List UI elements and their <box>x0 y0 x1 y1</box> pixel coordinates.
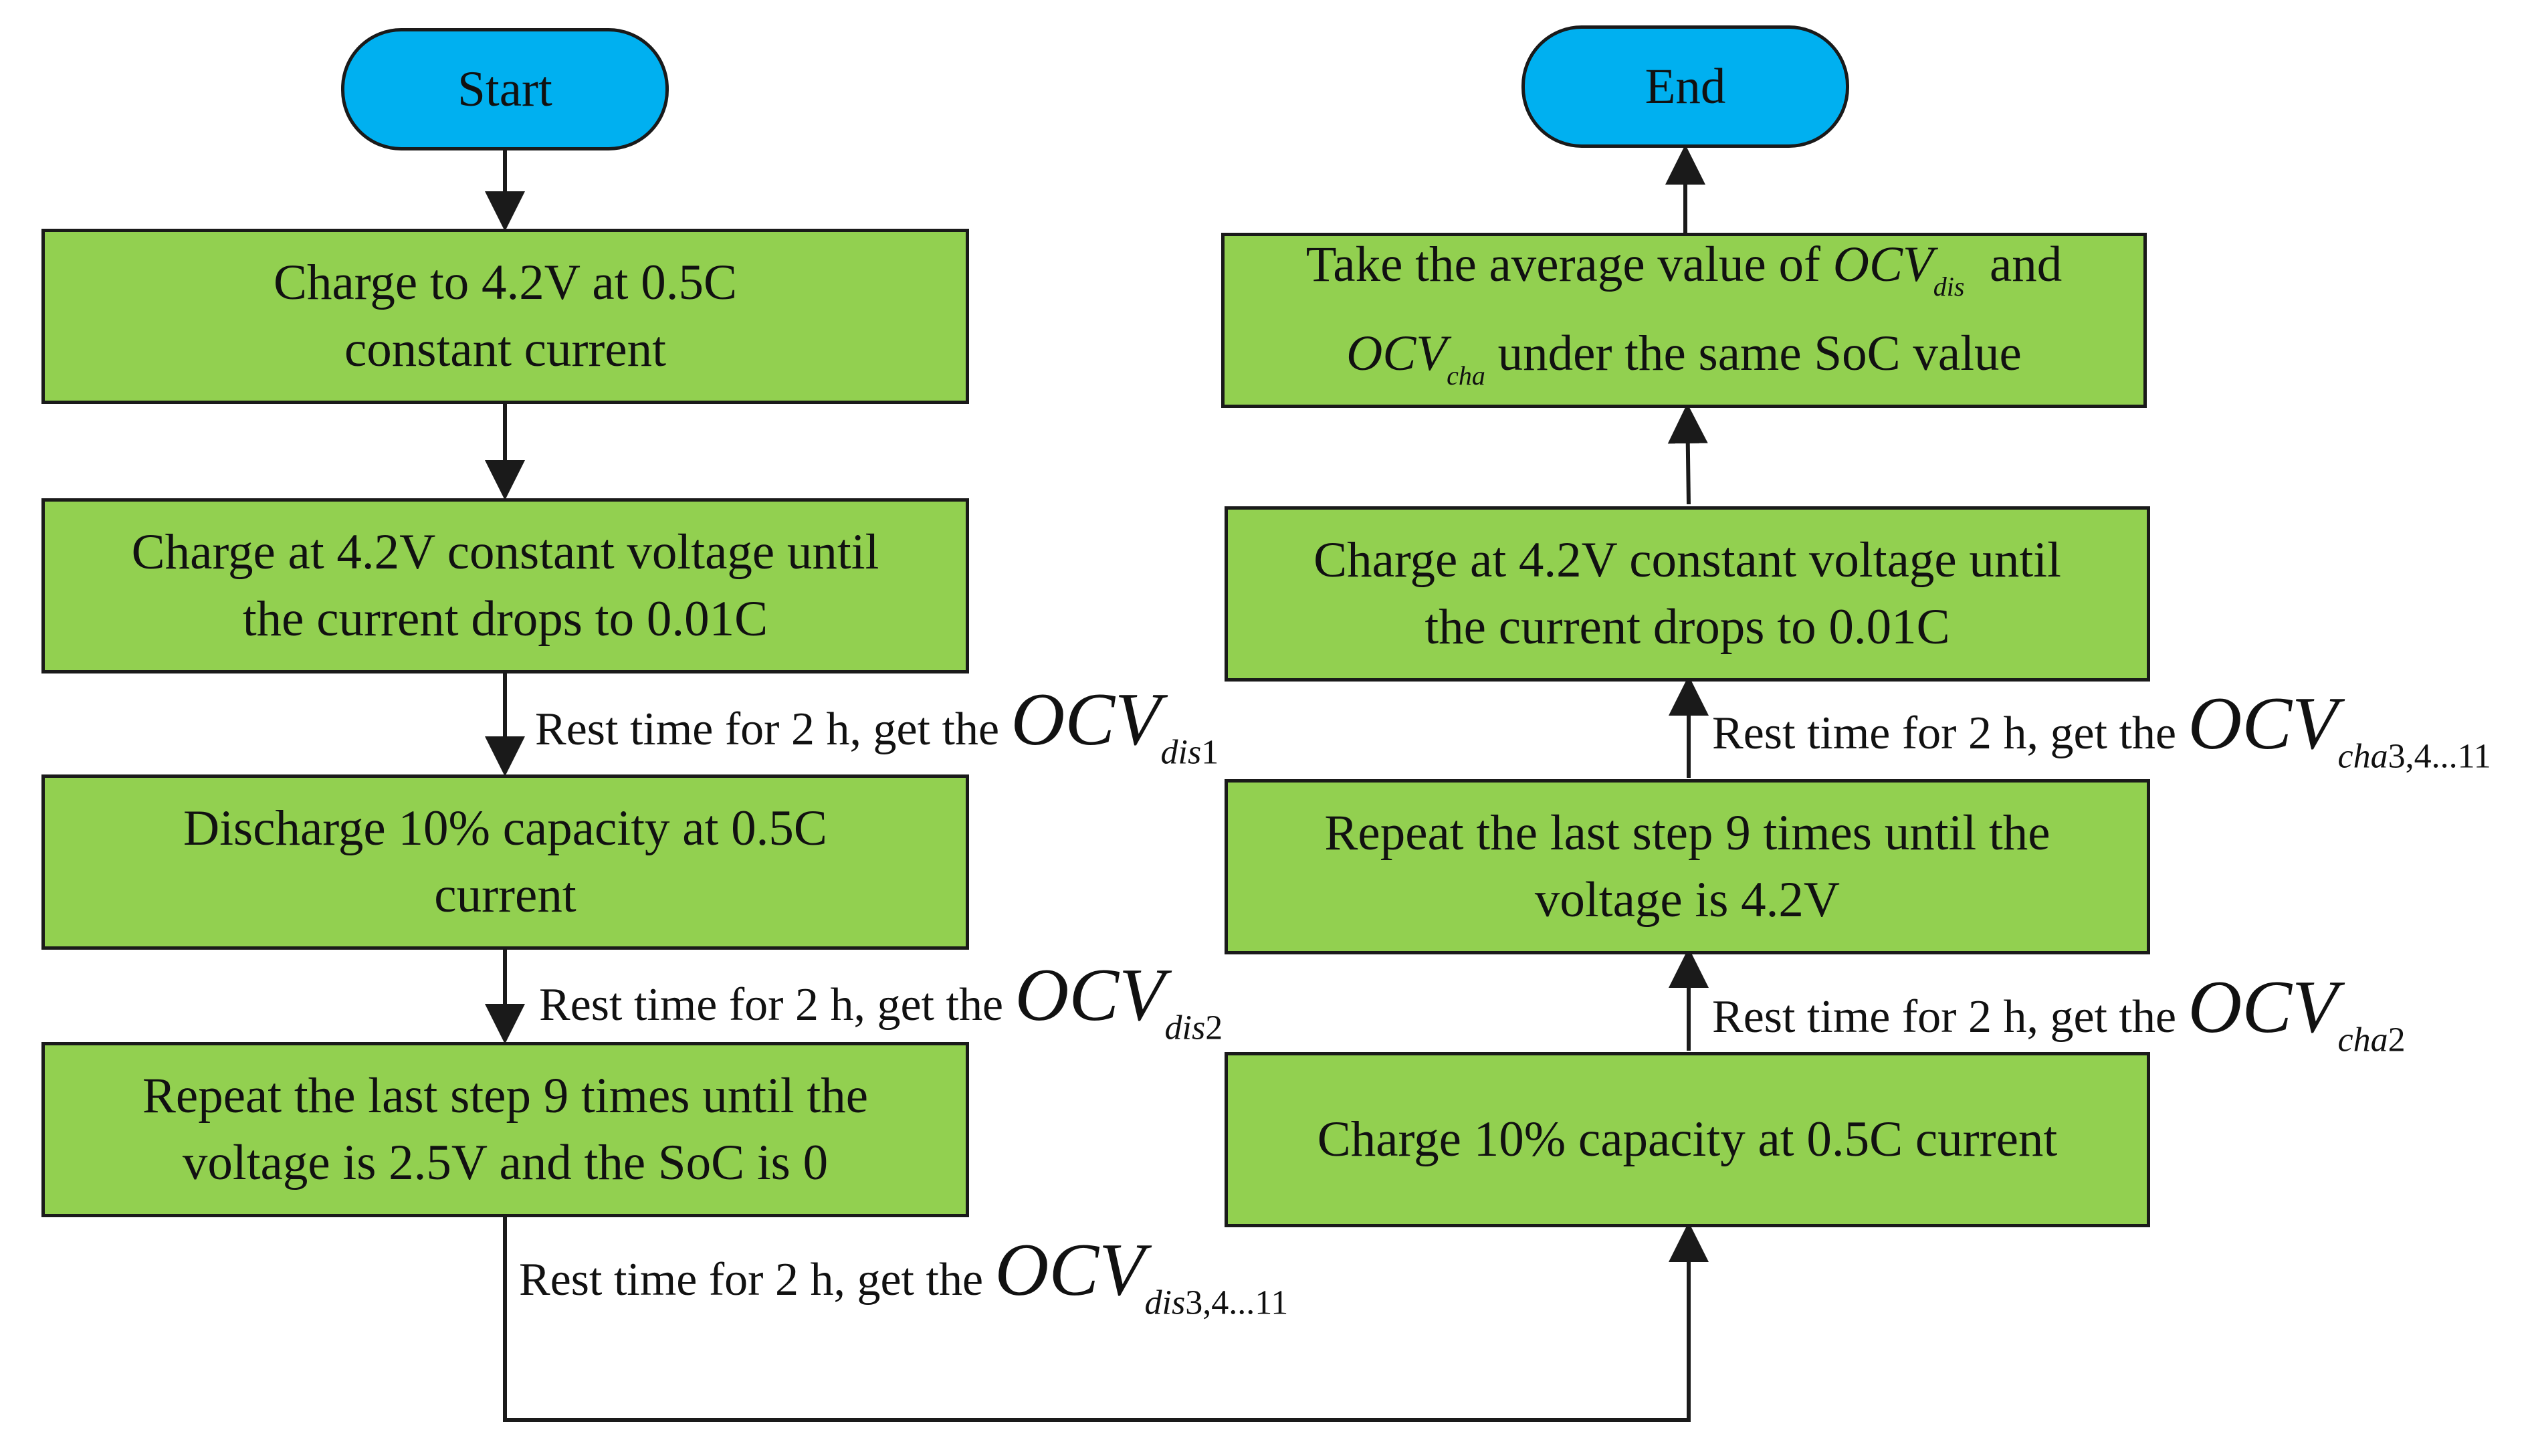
arrow-step4-to-charge10 <box>503 1215 1709 1422</box>
step-charge-cc: Charge to 4.2V at 0.5C constant current <box>41 229 969 404</box>
ocv-sub-italic: cha <box>2337 737 2388 776</box>
step-charge-cv: Charge at 4.2V constant voltage until th… <box>41 498 969 673</box>
ocv-sub-num: 2 <box>1205 1009 1223 1047</box>
step-text-line2: current <box>434 867 576 923</box>
rest-label-dis1: Rest time for 2 h, get the OCVdis1 <box>535 682 1219 770</box>
step-text-line1: Discharge 10% capacity at 0.5C <box>183 801 827 856</box>
step-repeat-discharge: Repeat the last step 9 times until the v… <box>41 1042 969 1217</box>
step-discharge-10: Discharge 10% capacity at 0.5C current <box>41 774 969 950</box>
step-text-line1: Charge at 4.2V constant voltage until <box>131 524 879 580</box>
step-text-line2: constant current <box>344 322 667 377</box>
ocv-dis-symbol: OCV <box>1832 237 1933 292</box>
ocv-symbol: OCV <box>994 1229 1145 1312</box>
ocv-symbol: OCV <box>1011 678 1161 761</box>
rest-label-dis2: Rest time for 2 h, get the OCVdis2 <box>539 958 1223 1046</box>
ocv-sub-num: 1 <box>1201 733 1219 772</box>
step-repeat-charge: Repeat the last step 9 times until the v… <box>1225 779 2150 954</box>
rest-text: Rest time for 2 h, get the <box>535 704 1000 755</box>
end-terminal: End <box>1521 25 1849 148</box>
ocv-sub-italic: dis <box>1160 733 1202 772</box>
ocv-cha-symbol: OCV <box>1346 326 1447 381</box>
step-average: Take the average value of OCVdis and OCV… <box>1221 233 2147 408</box>
step-charge-10: Charge 10% capacity at 0.5C current <box>1225 1052 2150 1227</box>
ocv-cha-subscript: cha <box>1447 360 1485 391</box>
step-text-line2: voltage is 4.2V <box>1534 872 1840 928</box>
average-post: under the same SoC value <box>1497 326 2022 381</box>
ocv-symbol: OCV <box>2188 966 2338 1049</box>
average-line2: OCVcha under the same SoC value <box>1306 320 2063 409</box>
ocv-sub-num: 3,4...11 <box>1185 1283 1289 1322</box>
start-label: Start <box>457 61 552 117</box>
end-label: End <box>1645 58 1726 114</box>
step-text-line1: Repeat the last step 9 times until the <box>1324 805 2050 861</box>
step-text-line2: the current drops to 0.01C <box>1425 599 1950 655</box>
average-pre: Take the average value of <box>1305 237 1821 292</box>
step-text-line1: Repeat the last step 9 times until the <box>142 1068 869 1124</box>
rest-text: Rest time for 2 h, get the <box>539 979 1004 1031</box>
rest-label-dis3-11: Rest time for 2 h, get the OCVdis3,4...1… <box>519 1233 1288 1321</box>
step-text-line2: the current drops to 0.01C <box>242 591 768 647</box>
rest-label-cha3-11: Rest time for 2 h, get the OCVcha3,4...1… <box>1712 686 2491 774</box>
step-charge-cv-right: Charge at 4.2V constant voltage until th… <box>1225 506 2150 682</box>
ocv-symbol: OCV <box>1015 954 1165 1037</box>
step-text-line1: Charge to 4.2V at 0.5C <box>273 255 738 310</box>
ocv-sub-italic: cha <box>2337 1021 2388 1059</box>
arrow-cv-to-average <box>1667 403 1708 505</box>
rest-label-cha2: Rest time for 2 h, get the OCVcha2 <box>1712 970 2406 1058</box>
ocv-dis-subscript: dis <box>1933 272 1965 302</box>
ocv-sub-num: 2 <box>2388 1021 2406 1059</box>
step-text-line1: Charge at 4.2V constant voltage until <box>1313 532 2061 588</box>
rest-text: Rest time for 2 h, get the <box>1712 991 2177 1043</box>
average-line1: Take the average value of OCVdis and <box>1306 231 2063 320</box>
average-and: and <box>1989 237 2063 292</box>
ocv-symbol: OCV <box>2188 682 2338 765</box>
ocv-sub-italic: dis <box>1144 1283 1186 1322</box>
step-text-line1: Charge 10% capacity at 0.5C current <box>1317 1112 2058 1167</box>
step-text-line2: voltage is 2.5V and the SoC is 0 <box>182 1135 829 1190</box>
rest-text: Rest time for 2 h, get the <box>1712 708 2177 759</box>
start-terminal: Start <box>341 28 669 150</box>
ocv-sub-num: 3,4...11 <box>2388 737 2491 776</box>
rest-text: Rest time for 2 h, get the <box>519 1254 984 1306</box>
ocv-sub-italic: dis <box>1164 1009 1206 1047</box>
